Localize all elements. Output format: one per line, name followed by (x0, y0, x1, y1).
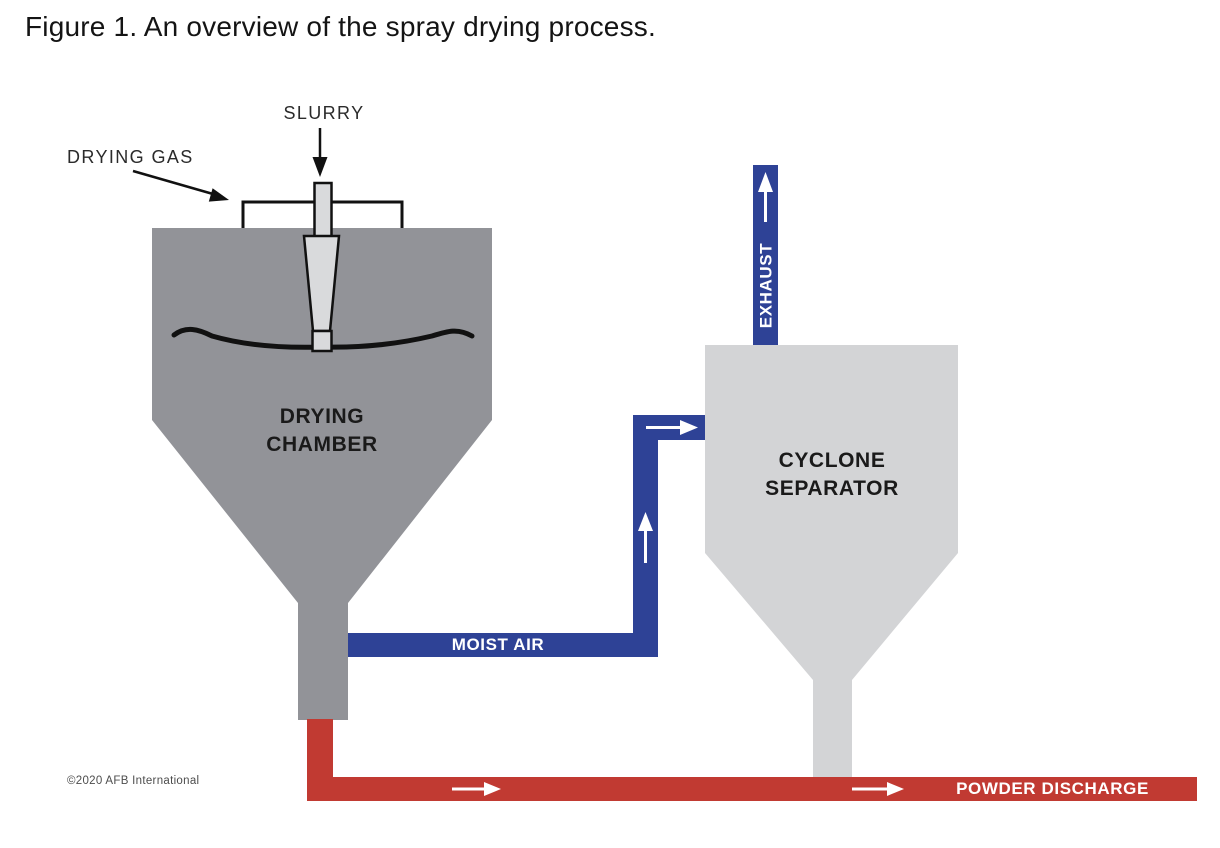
moist-air-pipe-horizontal (348, 633, 658, 657)
copyright-notice: ©2020 AFB International (67, 775, 200, 787)
cyclone-label-line2: SEPARATOR (765, 477, 899, 500)
cyclone-separator-label: CYCLONE SEPARATOR (731, 447, 933, 503)
exhaust-label: EXHAUST (756, 242, 776, 329)
powder-flow-arrow-2-icon (852, 782, 904, 796)
moist-air-label: MOIST AIR (451, 635, 545, 654)
nozzle-stem (313, 181, 333, 239)
nozzle-tip (311, 329, 333, 353)
cyclone-label-line1: CYCLONE (778, 449, 886, 472)
drying-chamber-shape (152, 228, 492, 720)
moist-air-flow-up-arrow-icon (638, 512, 653, 563)
powder-discharge-label: POWDER DISCHARGE (956, 779, 1149, 798)
drying-gas-arrow-icon (132, 169, 229, 202)
cyclone-separator-shape (705, 345, 958, 777)
exhaust-flow-up-arrow-icon (758, 172, 773, 222)
moist-air-flow-right-arrow-icon (646, 420, 698, 435)
drying-chamber-label-line1: DRYING (279, 405, 365, 428)
slurry-arrow-icon (312, 128, 328, 177)
drying-chamber-label-line2: CHAMBER (266, 433, 378, 456)
powder-flow-arrow-1-icon (452, 782, 501, 796)
drying-chamber-label: DRYING CHAMBER (222, 403, 422, 459)
figure-title: Figure 1. An overview of the spray dryin… (25, 11, 656, 42)
drying-gas-label: DRYING GAS (67, 147, 194, 167)
slurry-label: SLURRY (283, 103, 365, 123)
